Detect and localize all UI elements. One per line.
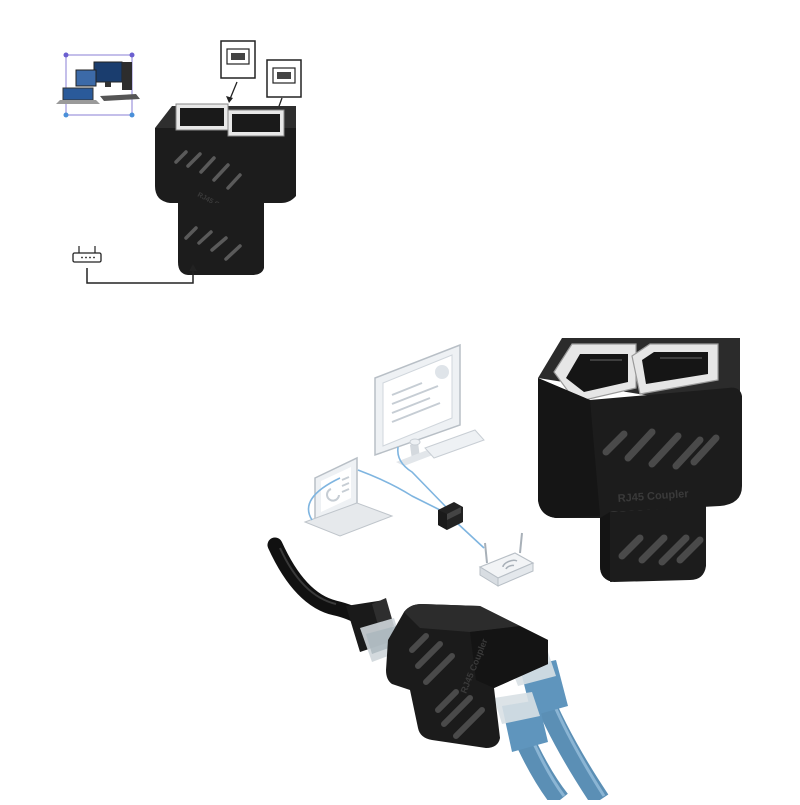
coupler-label: RJ45 Coupler: [617, 488, 689, 505]
vent-slots: [409, 633, 485, 739]
laptop-icon: [303, 456, 394, 537]
rj45-port: [553, 343, 637, 403]
vent-slots: [618, 534, 704, 566]
network-diagram: [303, 343, 535, 587]
rj45-port: [631, 343, 719, 395]
small-coupler-diagram: [438, 502, 463, 530]
desktop-computer-icon: [56, 52, 140, 118]
small-diagram: RJ45 Coupler: [56, 40, 302, 284]
monitor-icon: [220, 40, 256, 79]
monitor-icon: [374, 343, 485, 466]
monitor-icon: [266, 59, 302, 98]
small-coupler: RJ45 Coupler: [155, 103, 296, 275]
arrow-up-icon: [189, 264, 197, 271]
router-icon: [72, 246, 102, 263]
network-cables: [307, 446, 485, 549]
large-coupler: RJ45 Coupler: [538, 338, 742, 582]
router-icon: [478, 532, 535, 587]
vent-slots: [602, 428, 720, 470]
coupler-with-cables: RJ45 Coupler: [267, 537, 609, 805]
